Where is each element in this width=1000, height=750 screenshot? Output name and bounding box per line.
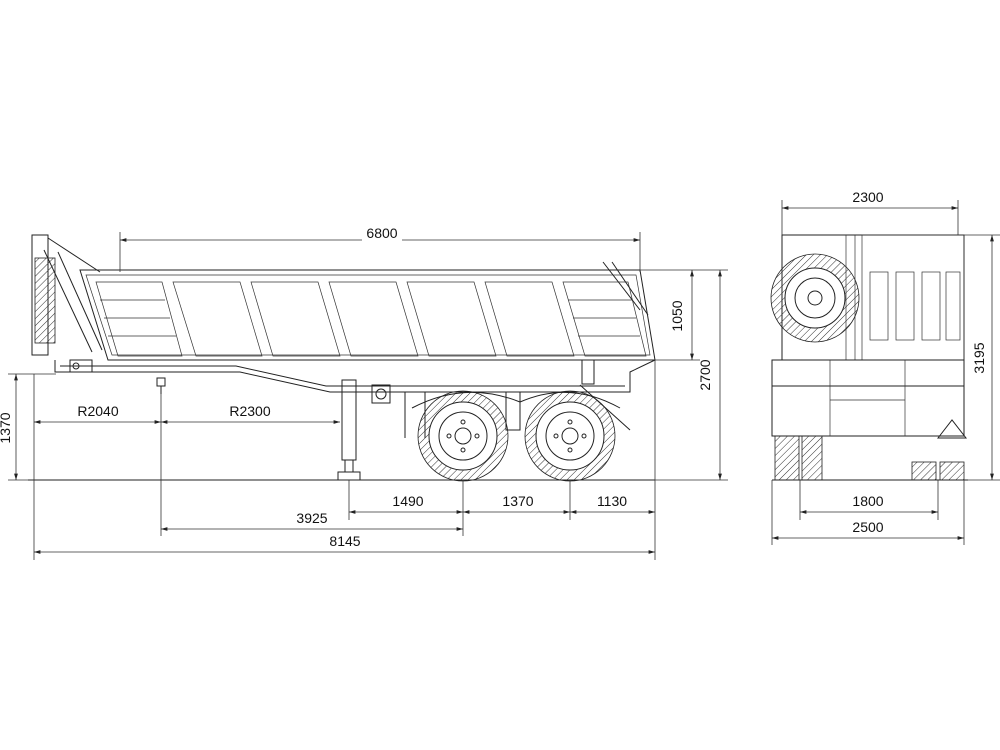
svg-text:6800: 6800 <box>366 225 397 241</box>
wheel-1 <box>417 390 509 482</box>
dim-overall-length: 8145 <box>34 533 655 554</box>
wheel-2 <box>524 390 616 482</box>
dim-fifth-wheel-height: 1370 <box>0 373 56 481</box>
svg-text:1800: 1800 <box>852 493 883 509</box>
dim-total-height: 2700 <box>655 269 728 481</box>
svg-text:1050: 1050 <box>669 300 685 331</box>
dump-body <box>79 261 656 361</box>
rear-left-wheel-outer <box>774 435 800 481</box>
dim-body-side-height: 1050 <box>640 269 700 361</box>
dim-turning-radii: R2040 R2300 <box>33 374 340 560</box>
rear-left-wheel-inner <box>801 435 823 481</box>
svg-text:1370: 1370 <box>502 493 533 509</box>
rear-right-wheel-inner <box>911 461 937 481</box>
svg-text:R2300: R2300 <box>229 403 270 419</box>
svg-text:1370: 1370 <box>0 412 13 443</box>
svg-text:R2040: R2040 <box>77 403 118 419</box>
svg-text:1130: 1130 <box>597 493 627 509</box>
fender <box>411 391 521 409</box>
svg-text:2300: 2300 <box>852 189 883 205</box>
svg-text:3925: 3925 <box>296 510 327 526</box>
spare-wheel <box>770 253 860 343</box>
rear-right-wheel-outer <box>939 461 965 481</box>
dim-overall-width: 2500 <box>771 480 965 545</box>
dim-body-length: 6800 <box>119 225 641 272</box>
svg-text:2700: 2700 <box>697 359 713 390</box>
dim-body-width: 2300 <box>781 189 959 235</box>
svg-text:8145: 8145 <box>329 533 360 549</box>
svg-text:1490: 1490 <box>392 493 423 509</box>
dim-kingpin-to-axle: 3925 <box>161 510 463 531</box>
front-ladder <box>31 234 103 356</box>
svg-text:2500: 2500 <box>852 519 883 535</box>
side-view: 6800 1050 2700 1370 R2040 <box>0 225 728 560</box>
dim-rear-total-height: 3195 <box>964 234 1000 481</box>
dim-track-width: 1800 <box>799 480 939 520</box>
rear-view: 2300 3195 1800 2500 <box>770 189 1000 545</box>
dim-axle-row: 1490 1370 1130 <box>349 493 655 514</box>
svg-text:3195: 3195 <box>971 342 987 373</box>
